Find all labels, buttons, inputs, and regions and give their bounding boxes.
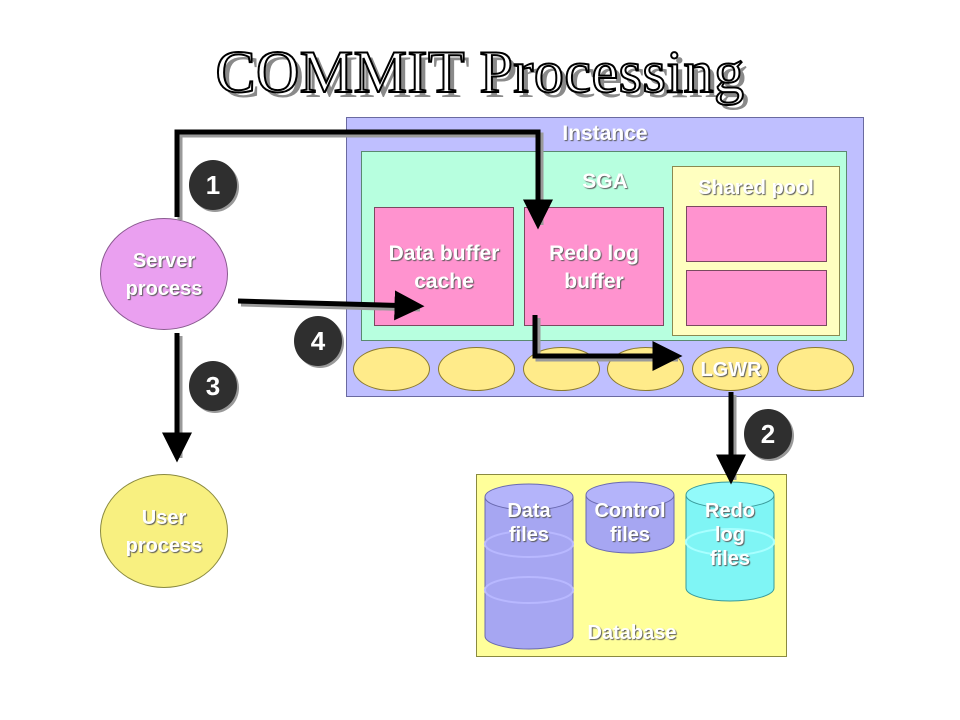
server-process: Server process — [100, 218, 228, 330]
step-badge-1: 1 — [189, 160, 237, 210]
data-buffer-cache-line2: cache — [414, 270, 474, 293]
arrow-shadows — [177, 132, 737, 480]
redo-log-buffer-line1: Redo log — [549, 242, 639, 265]
shared-pool-label: Shared pool — [698, 177, 814, 199]
user-process-line1: User — [141, 507, 187, 529]
redo-log-files-line1: Redo — [705, 500, 755, 522]
step-badge-4: 4 — [294, 316, 342, 366]
arrow-server-to-data-buffer — [237, 290, 425, 321]
redo-log-files-line2: log — [715, 524, 745, 546]
control-files-line2: files — [609, 524, 651, 546]
background-process-1 — [353, 347, 430, 391]
sga-label: SGA — [582, 170, 628, 193]
server-process-line2: process — [125, 278, 203, 300]
data-files-cylinder — [484, 483, 574, 650]
step-badge-2: 2 — [744, 409, 792, 459]
control-files-line1: Control — [594, 500, 666, 522]
background-process-2 — [438, 347, 515, 391]
shared-pool-slot-2 — [686, 270, 827, 326]
arrow-redo-buffer-to-lgwr — [532, 315, 683, 371]
arrows — [162, 129, 746, 485]
background-process-6 — [777, 347, 854, 391]
control-files-cylinder — [585, 481, 675, 554]
data-files-label: Data files — [485, 499, 573, 547]
page-title: COMMIT Processing — [214, 38, 745, 106]
database-label: Database — [587, 622, 677, 644]
user-process-line2: process — [125, 535, 203, 557]
control-files-label: Control files — [578, 499, 682, 547]
server-process-line1: Server — [132, 250, 196, 272]
shared-pool-slot-1 — [686, 206, 827, 262]
arrow-server-to-redo-buffer — [174, 129, 553, 230]
redo-log-files-label: Redo log files — [686, 499, 774, 571]
lgwr-process — [692, 347, 769, 391]
lgwr-label: LGWR — [700, 359, 762, 381]
redo-log-buffer-line2: buffer — [564, 270, 624, 293]
instance-label: Instance — [562, 122, 648, 145]
step-badge-3: 3 — [189, 361, 237, 411]
data-buffer-cache: Data buffer cache — [374, 207, 514, 326]
redo-log-files-line3: files — [709, 548, 751, 570]
data-files-line1: Data — [507, 500, 551, 522]
user-process: User process — [100, 474, 228, 588]
data-buffer-cache-line1: Data buffer — [388, 242, 500, 265]
data-files-line2: files — [508, 524, 550, 546]
